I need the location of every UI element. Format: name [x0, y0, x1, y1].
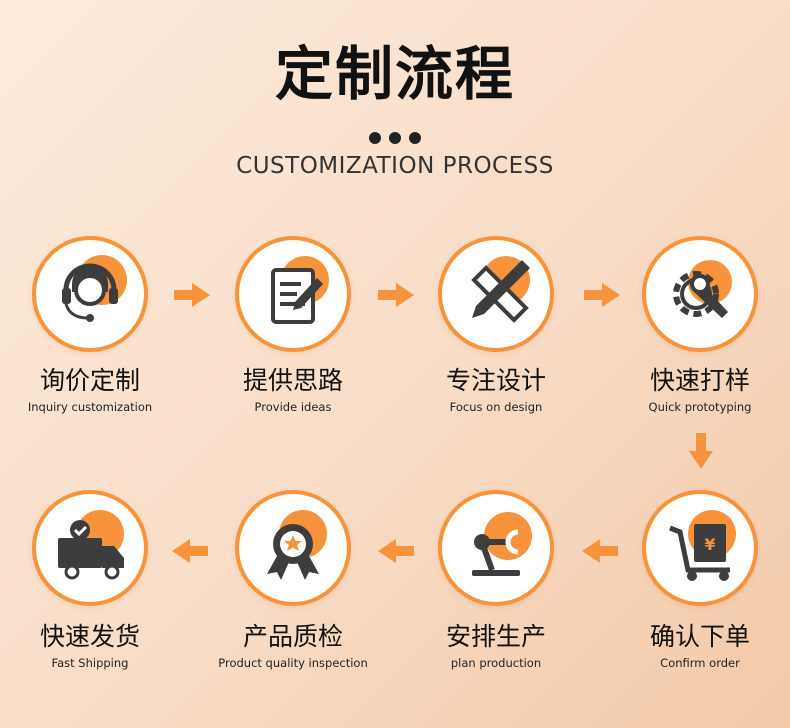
- step-2-title: 提供思路: [242, 366, 343, 395]
- step-6-circle: [438, 490, 554, 606]
- step-1-circle: [32, 236, 148, 352]
- page-title: 定制流程: [274, 40, 515, 108]
- arrow-down-icon: [689, 433, 713, 469]
- step-7-circle: [235, 490, 351, 606]
- gear-wrench-icon: [673, 260, 732, 318]
- step-6-subtitle: plan production: [450, 656, 542, 670]
- step-8-title: 快速发货: [39, 622, 140, 651]
- step-4-subtitle: Quick prototyping: [648, 400, 752, 414]
- step-5-title: 确认下单: [649, 622, 750, 651]
- arrow-right-icon: [584, 283, 620, 307]
- delivery-truck-icon: [58, 510, 124, 580]
- step-7-subtitle: Product quality inspection: [218, 656, 368, 670]
- quality-badge-icon: [267, 510, 327, 580]
- arrow-left-icon: [378, 539, 414, 563]
- arrow-right-icon: [378, 283, 414, 307]
- step-5-circle: ¥: [642, 490, 758, 606]
- pencil-ruler-icon: [471, 256, 530, 323]
- step-8-circle: [32, 490, 148, 606]
- arrow-right-icon: [174, 283, 210, 307]
- page-subtitle: CUSTOMIZATION PROCESS: [236, 153, 554, 179]
- step-3-title: 专注设计: [445, 366, 546, 395]
- robot-arm-icon: [472, 512, 532, 576]
- arrow-left-icon: [172, 539, 208, 563]
- step-1-title: 询价定制: [39, 366, 140, 395]
- step-2-subtitle: Provide ideas: [254, 400, 332, 414]
- customer-service-icon: [62, 255, 127, 322]
- step-5-subtitle: Confirm order: [660, 656, 740, 670]
- arrow-left-icon: [582, 539, 618, 563]
- title-dots-divider: [0, 129, 790, 148]
- step-3-subtitle: Focus on design: [449, 400, 543, 414]
- step-7-title: 产品质检: [242, 622, 343, 651]
- document-pen-icon: [271, 256, 329, 324]
- step-4-title: 快速打样: [649, 366, 750, 395]
- step-1-subtitle: Inquiry customization: [27, 400, 153, 414]
- step-8-subtitle: Fast Shipping: [51, 656, 129, 670]
- step-3-circle: [438, 236, 554, 352]
- svg-text:¥: ¥: [704, 535, 715, 554]
- step-6-title: 安排生产: [445, 622, 546, 651]
- step-2-circle: [235, 236, 351, 352]
- step-4-circle: [642, 236, 758, 352]
- cart-invoice-icon: ¥: [669, 510, 736, 581]
